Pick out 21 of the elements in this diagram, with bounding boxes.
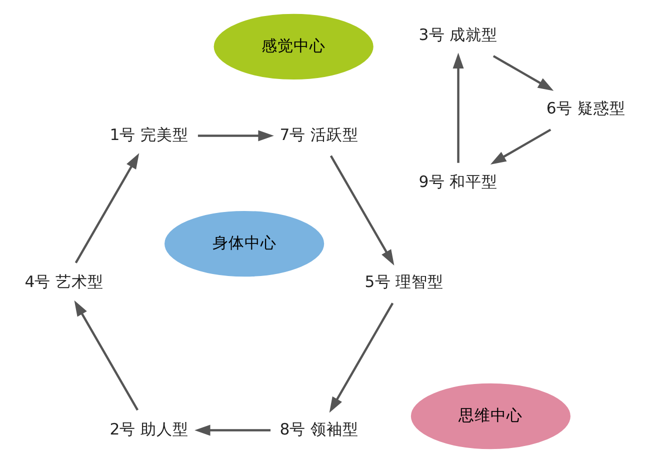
node-ellipse: 感觉中心 [211, 12, 376, 82]
node-text: 8号 领袖型 [279, 419, 358, 438]
arrow [197, 130, 274, 142]
node-text: 6号 疑惑型 [546, 98, 625, 118]
node-text: 3号 成就型 [418, 24, 498, 44]
node-text: 5号 理智型 [364, 272, 444, 292]
arrow [452, 52, 464, 163]
arrow [74, 300, 138, 411]
arrow [329, 155, 394, 266]
node-text: 9号 和平型 [418, 172, 498, 192]
arrow [490, 128, 551, 164]
arrow [194, 424, 270, 436]
arrow [328, 302, 394, 413]
arrow [74, 153, 139, 264]
arrow [492, 55, 554, 91]
node-ellipse: 身体中心 [162, 208, 326, 279]
node-text: 4号 艺术型 [24, 272, 104, 292]
node-ellipse: 思维中心 [408, 381, 572, 452]
node-text: 1号 完美型 [109, 124, 188, 144]
node-text: 7号 活跃型 [279, 124, 358, 144]
node-text: 2号 助人型 [109, 419, 188, 438]
